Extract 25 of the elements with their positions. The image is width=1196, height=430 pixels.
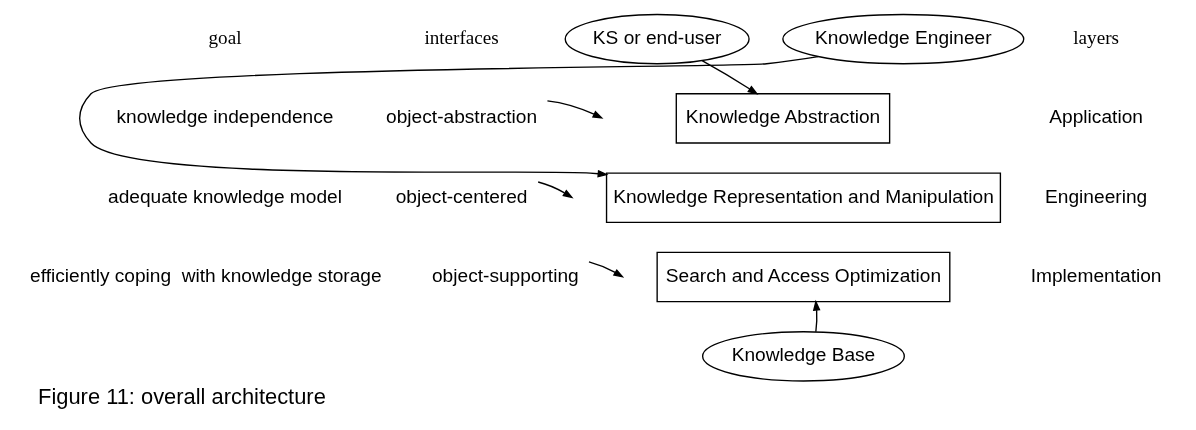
node-ellipse: Knowledge Base xyxy=(701,330,905,382)
node-text: object-abstraction xyxy=(386,105,538,127)
label: interfaces xyxy=(424,26,499,48)
caption: Figure 11: overall architecture xyxy=(38,383,326,409)
node-ellipse: Knowledge Engineer xyxy=(782,13,1025,64)
label: Implementation xyxy=(1030,264,1162,286)
arrow xyxy=(546,99,604,119)
label: layers xyxy=(1073,26,1119,48)
arrow xyxy=(812,299,821,332)
node-box: Search and Access Optimization xyxy=(656,251,951,302)
label: goal xyxy=(208,26,242,48)
label: efficiently coping with knowledge storage xyxy=(30,264,382,286)
arrow xyxy=(588,260,625,278)
label: Application xyxy=(1049,105,1143,127)
node-text: object-centered xyxy=(395,185,528,207)
node-box: Knowledge Representation and Manipulation xyxy=(605,171,1002,223)
arrow xyxy=(537,180,574,198)
node-ellipse: KS or end-user xyxy=(564,13,750,64)
label: adequate knowledge model xyxy=(108,185,342,207)
label: knowledge independence xyxy=(116,105,334,127)
node-text: object-supporting xyxy=(431,264,579,286)
node-box: Knowledge Abstraction xyxy=(675,92,891,144)
arrow xyxy=(79,55,819,178)
label: Engineering xyxy=(1045,185,1148,207)
arrow xyxy=(701,59,759,95)
